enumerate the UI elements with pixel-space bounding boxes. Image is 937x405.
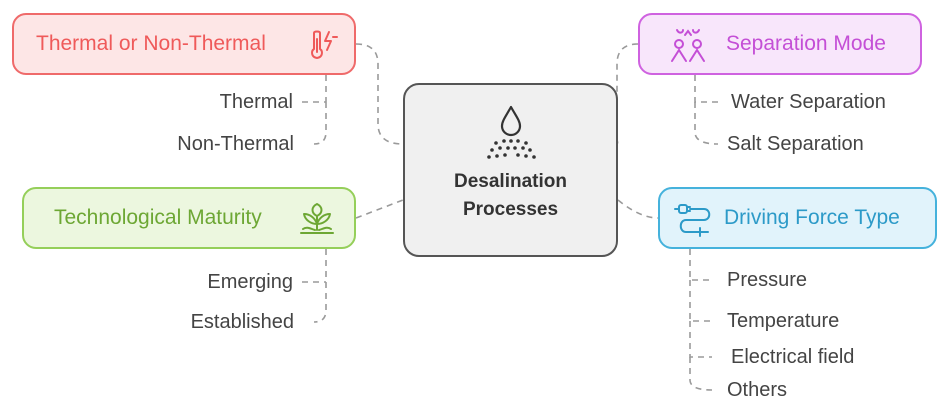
- leaf-maturity-1: Established: [190, 311, 294, 333]
- connector-leaf-separation-1: [694, 102, 719, 145]
- connector-separation: [616, 43, 639, 145]
- leaf-driving-2: Electrical field: [731, 346, 855, 368]
- leaf-driving-1: Temperature: [727, 310, 840, 332]
- category-maturity-label: Technological Maturity: [54, 206, 262, 229]
- category-separation-label: Separation Mode: [726, 32, 886, 55]
- leaf-thermal-1: Non-Thermal: [177, 133, 294, 155]
- center-node: Desalination Processes: [403, 83, 618, 257]
- category-driving: Driving Force Type: [658, 187, 937, 249]
- category-maturity: Technological Maturity: [22, 187, 356, 249]
- center-title: Desalination Processes: [405, 168, 616, 224]
- water-spray-icon: [487, 105, 536, 159]
- category-driving-label: Driving Force Type: [724, 206, 900, 229]
- category-thermal: Thermal or Non-Thermal: [12, 13, 356, 75]
- connector-leaf-driving-1: [689, 280, 712, 322]
- people-pair-icon: [671, 29, 705, 62]
- connector-leaf-driving-3: [689, 357, 713, 391]
- connector-leaf-driving-2: [689, 321, 712, 358]
- center-title-line2: Processes: [462, 199, 559, 220]
- connector-driving: [617, 199, 659, 219]
- leaf-driving-0: Pressure: [727, 269, 808, 291]
- category-thermal-label: Thermal or Non-Thermal: [36, 32, 266, 55]
- connector-maturity: [355, 199, 404, 219]
- connector-thermal: [355, 43, 404, 145]
- leaf-separation-1: Salt Separation: [727, 133, 864, 155]
- leaf-maturity-0: Emerging: [207, 271, 293, 293]
- leaf-sprout-icon: [300, 203, 334, 234]
- connector-leaf-thermal-1: [313, 102, 327, 145]
- connector-leaf-separation-0: [694, 75, 718, 103]
- plug-cable-icon: [674, 204, 711, 237]
- connector-leaf-maturity-1: [313, 282, 327, 323]
- thermometer-bolt-icon: [311, 30, 338, 59]
- category-separation: Separation Mode: [638, 13, 922, 75]
- leaf-thermal-0: Thermal: [219, 91, 293, 113]
- connector-leaf-driving-0: [689, 249, 712, 281]
- leaf-driving-3: Others: [727, 379, 788, 401]
- connector-leaf-thermal-0: [302, 75, 327, 103]
- connector-leaf-maturity-0: [302, 249, 327, 283]
- leaf-separation-0: Water Separation: [731, 91, 886, 113]
- center-title-line1: Desalination: [454, 171, 567, 192]
